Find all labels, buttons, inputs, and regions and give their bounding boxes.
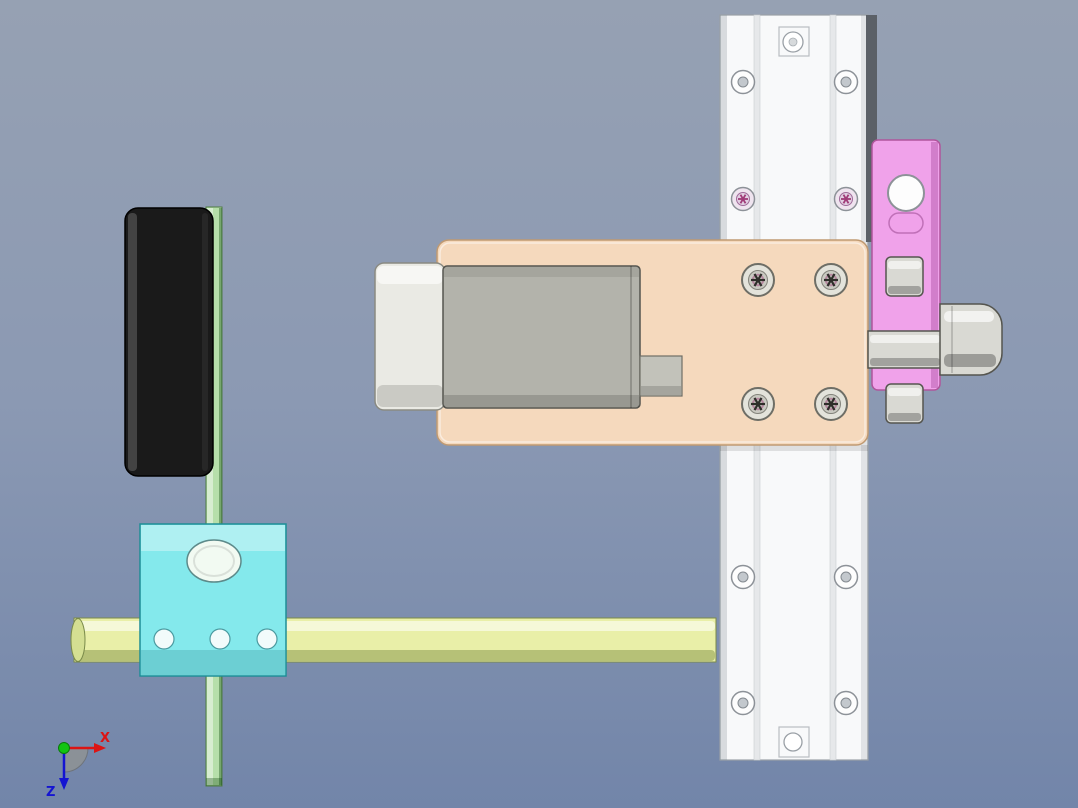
roller-disc-body[interactable] bbox=[124, 207, 214, 477]
rail-screw[interactable] bbox=[833, 186, 859, 212]
rail-hole bbox=[730, 69, 756, 95]
knob-shaft-highlight bbox=[870, 335, 940, 343]
pink-bracket-hole bbox=[887, 174, 925, 212]
motor-body-top-shade bbox=[444, 267, 639, 277]
green-plate-bottom-shade bbox=[206, 778, 222, 786]
cyan-block-shade bbox=[141, 650, 285, 675]
rail-top-hole-center bbox=[788, 37, 798, 47]
clamp-knob-set[interactable] bbox=[867, 256, 1003, 424]
socket-screw[interactable] bbox=[740, 262, 776, 298]
rail-hole bbox=[833, 564, 859, 590]
shaft-rod-end-cap bbox=[70, 618, 86, 662]
motor-front-cap-shade bbox=[377, 385, 443, 407]
cyan-block-bore-hole bbox=[186, 539, 242, 583]
z-axis-arrowhead bbox=[59, 778, 69, 790]
cyan-block[interactable] bbox=[139, 523, 287, 677]
lower-clamp-shade bbox=[888, 413, 921, 421]
triad-plane-indicator bbox=[63, 747, 89, 773]
lower-clamp-highlight bbox=[888, 388, 921, 396]
rail-hole bbox=[730, 690, 756, 716]
roller-disc[interactable] bbox=[124, 207, 214, 477]
roller-disc-highlight bbox=[128, 213, 137, 471]
rail-hole bbox=[833, 69, 859, 95]
motor-front-cap-highlight bbox=[377, 266, 443, 284]
knob-shaft-shade bbox=[870, 358, 940, 366]
socket-screw[interactable] bbox=[740, 386, 776, 422]
rail-plate-shadow bbox=[720, 445, 868, 451]
large-knob-shade bbox=[944, 354, 996, 367]
rail-side-strip bbox=[866, 15, 877, 242]
upper-clamp-highlight bbox=[888, 261, 921, 269]
motor-body[interactable] bbox=[442, 265, 641, 409]
rail-hole bbox=[833, 690, 859, 716]
roller-disc-edge-sheen bbox=[202, 213, 208, 471]
cyan-block-hole-middle bbox=[209, 628, 231, 650]
pink-bracket-slot bbox=[888, 212, 924, 234]
green-plate-highlight bbox=[207, 208, 213, 785]
cyan-block-hole-left bbox=[153, 628, 175, 650]
motor-connector-shade bbox=[641, 386, 681, 395]
rail-top-notch bbox=[778, 26, 810, 57]
x-axis-arrowhead bbox=[94, 743, 106, 753]
rail-bottom-notch bbox=[778, 726, 810, 758]
pink-bracket-edge-shade bbox=[931, 142, 938, 388]
x-axis-label: X bbox=[100, 731, 110, 746]
socket-screw[interactable] bbox=[813, 262, 849, 298]
upper-clamp-shade bbox=[888, 286, 921, 294]
green-plate-edge-shade bbox=[219, 208, 222, 785]
axis-triad: X Z bbox=[46, 731, 110, 800]
socket-screw[interactable] bbox=[813, 386, 849, 422]
motor-body-bottom-shade bbox=[444, 395, 639, 407]
cyan-block-hole-right bbox=[256, 628, 278, 650]
rail-screw[interactable] bbox=[730, 186, 756, 212]
motor-assembly[interactable] bbox=[374, 262, 683, 411]
motor-connector[interactable] bbox=[639, 355, 683, 397]
rail-hole bbox=[730, 564, 756, 590]
rail-bottom-hole bbox=[783, 732, 803, 752]
cyan-block-bore-inner-ring bbox=[193, 545, 235, 577]
large-knob-highlight bbox=[944, 311, 994, 322]
z-axis-label: Z bbox=[46, 785, 55, 800]
y-axis-dot bbox=[58, 742, 70, 754]
